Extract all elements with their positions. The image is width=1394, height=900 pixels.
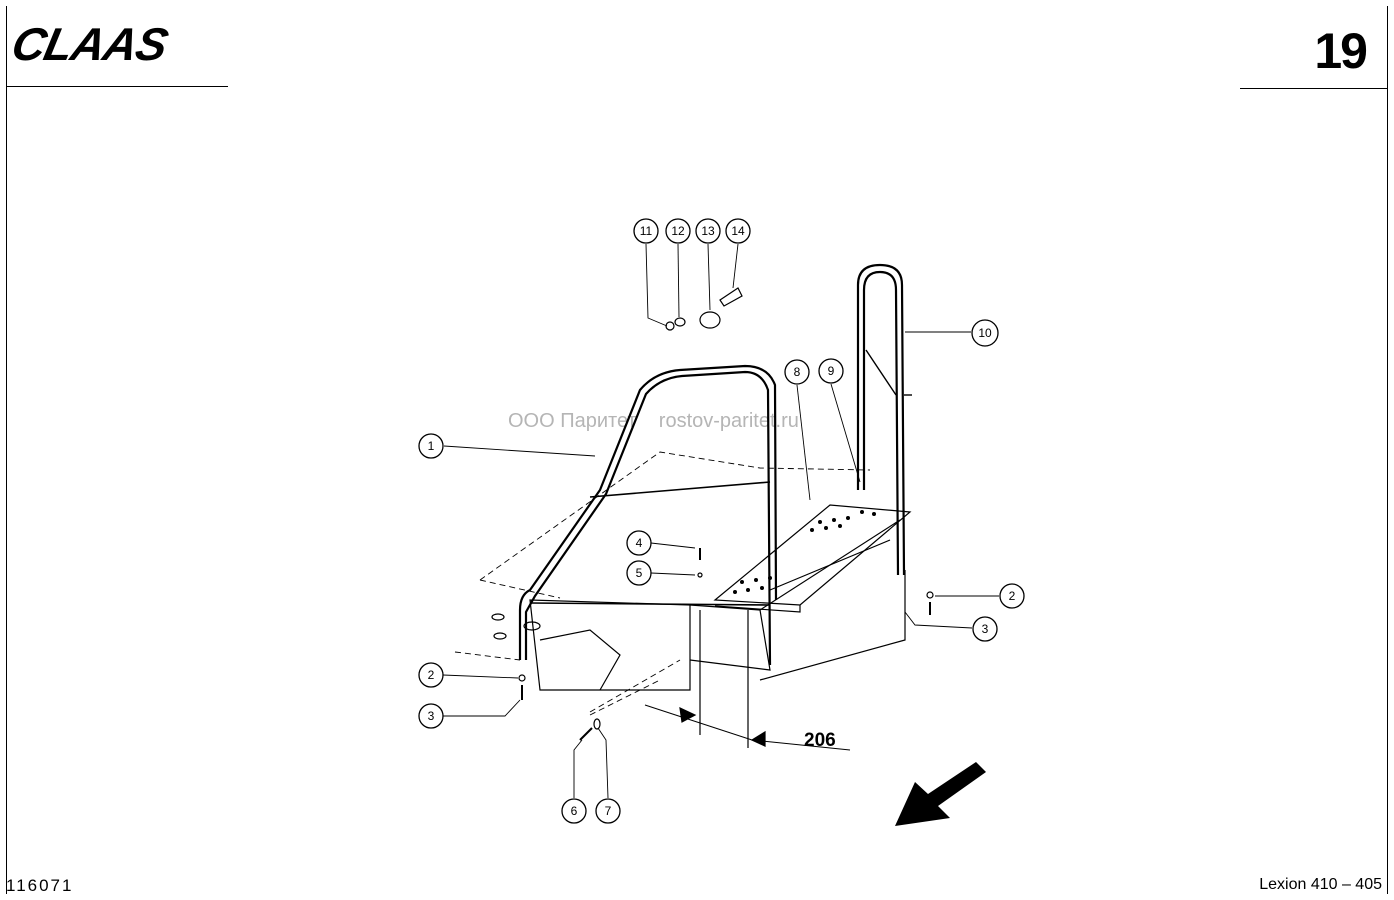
callout-5: 5 (626, 560, 652, 586)
platform-outline (454, 451, 871, 716)
svg-text:3: 3 (982, 622, 989, 636)
model-label: Lexion 410 – 405 (1259, 876, 1382, 893)
svg-text:11: 11 (640, 224, 653, 238)
direction-arrow-icon (895, 762, 986, 826)
claas-logo: CLAAS (14, 20, 173, 68)
handrail-left (518, 364, 778, 666)
reference-label-206: 206 (804, 730, 836, 751)
callout-4: 4 (626, 530, 652, 556)
svg-text:9: 9 (828, 364, 835, 378)
svg-text:8: 8 (794, 365, 801, 379)
svg-text:12: 12 (671, 224, 685, 238)
svg-text:13: 13 (701, 224, 715, 238)
callout-1: 1 (418, 433, 444, 459)
callout-9: 9 (818, 358, 844, 384)
page-frame (6, 6, 1388, 894)
watermark: ООО Паритет rostov-paritet.ru (508, 410, 799, 432)
svg-text:2: 2 (1009, 589, 1016, 603)
header-rule-left (6, 86, 228, 87)
drawing-number: 116071 (6, 876, 74, 895)
header-rule-right (1240, 88, 1388, 89)
callout-14: 14 (725, 218, 751, 244)
callout-6: 6 (561, 798, 587, 824)
svg-text:14: 14 (731, 224, 745, 238)
callout-8: 8 (784, 359, 810, 385)
reference-206: 206 (589, 659, 851, 751)
callout-10: 10 (971, 319, 999, 347)
callout-3-right: 3 (972, 616, 998, 642)
svg-text:3: 3 (428, 709, 435, 723)
svg-text:4: 4 (636, 536, 643, 550)
step-plate (713, 504, 912, 613)
callout-12: 12 (665, 218, 691, 244)
callout-2: 2 (418, 662, 444, 688)
svg-text:6: 6 (571, 804, 578, 818)
svg-text:5: 5 (636, 566, 643, 580)
svg-text:2: 2 (428, 668, 435, 682)
page-number: 19 (1314, 23, 1368, 79)
handrail-right (856, 263, 912, 576)
bolts (518, 548, 934, 741)
callout-7: 7 (595, 798, 621, 824)
callout-3: 3 (418, 703, 444, 729)
frame-body (491, 519, 906, 748)
svg-text:1: 1 (428, 439, 435, 453)
svg-text:7: 7 (605, 804, 612, 818)
leader-lines (442, 243, 999, 799)
callout-13: 13 (695, 218, 721, 244)
svg-text:CLAAS: CLAAS (14, 20, 173, 68)
callout-2-right: 2 (999, 583, 1025, 609)
fastener-parts (665, 287, 743, 331)
callout-11: 11 (633, 218, 659, 244)
svg-text:10: 10 (978, 326, 992, 340)
